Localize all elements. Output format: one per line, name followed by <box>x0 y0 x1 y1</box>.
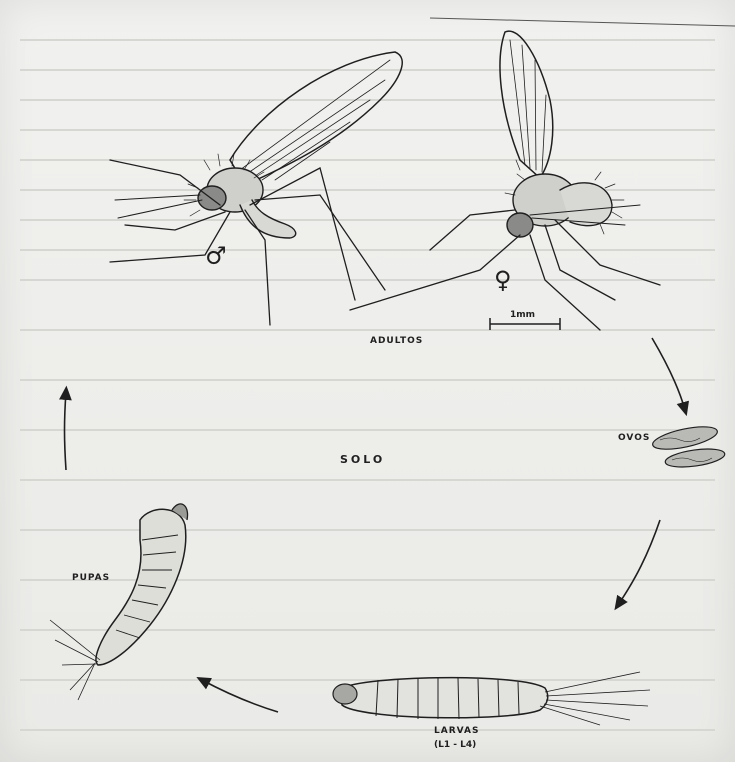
larvae-label: LARVAS <box>434 726 479 736</box>
male-adult-drawing <box>110 52 402 325</box>
larva-head <box>333 684 357 704</box>
larval-stages-label: (L1 - L4) <box>434 740 476 750</box>
pupa-drawing <box>50 504 188 700</box>
female-symbol: ♀ <box>494 266 513 294</box>
page-edge <box>430 18 735 26</box>
male-wing <box>230 52 402 185</box>
larva-drawing <box>333 672 650 725</box>
female-head <box>507 213 533 237</box>
larva-body <box>340 678 548 718</box>
scale-label: 1mm <box>510 310 535 320</box>
adults-label: ADULTOS <box>370 336 423 346</box>
arrow-eggs-to-larvae <box>618 520 660 605</box>
soil-label: SOLO <box>340 453 385 466</box>
arrow-adults-to-eggs <box>652 338 685 410</box>
male-head <box>198 186 226 210</box>
male-symbol: ♂ <box>205 242 228 270</box>
eggs-label: OVOS <box>618 433 650 443</box>
egg-2 <box>664 446 726 470</box>
female-wing <box>500 31 553 178</box>
pupae-label: PUPAS <box>72 573 110 583</box>
pupa-body <box>96 509 186 665</box>
arrow-larvae-to-pupae <box>202 680 278 712</box>
